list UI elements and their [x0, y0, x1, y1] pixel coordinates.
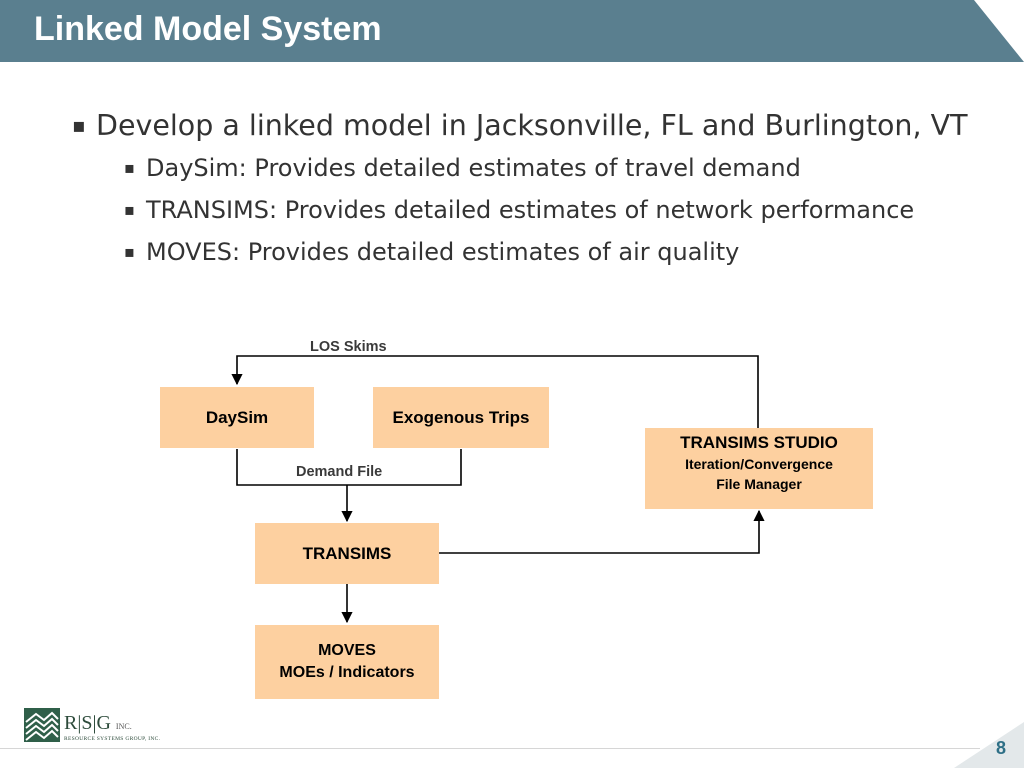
transims-label: TRANSIMS — [302, 543, 392, 563]
moes-indicators-label: MOEs / Indicators — [279, 664, 415, 681]
bullet-list: Develop a linked model in Jacksonville, … — [72, 108, 992, 273]
los-skims-label: LOS Skims — [310, 339, 387, 355]
exogenous-trips-box: Exogenous Trips — [373, 387, 549, 448]
studio-file-manager-label: File Manager — [716, 476, 802, 492]
logo-tagline: RESOURCE SYSTEMS GROUP, INC. — [64, 736, 161, 742]
transims-studio-label: TRANSIMS STUDIO — [680, 433, 838, 452]
logo-letters: R|S|G INC. — [64, 712, 132, 734]
sub-bullet-moves: MOVES: Provides detailed estimates of ai… — [124, 231, 992, 273]
title-corner-decoration — [974, 0, 1024, 62]
daysim-label: DaySim — [205, 407, 269, 427]
demand-file-label: Demand File — [296, 464, 383, 480]
sub-bullet-daysim: DaySim: Provides detailed estimates of t… — [124, 147, 992, 189]
moves-label: MOVES — [318, 642, 376, 659]
slide-title: Linked Model System — [34, 10, 382, 48]
sub-bullet-list: DaySim: Provides detailed estimates of t… — [72, 147, 992, 273]
sub-bullet-transims: TRANSIMS: Provides detailed estimates of… — [124, 189, 992, 231]
rsg-logo: R|S|G INC. RESOURCE SYSTEMS GROUP, INC. — [24, 708, 174, 744]
transims-box: TRANSIMS — [255, 523, 439, 584]
exogenous-trips-label: Exogenous Trips — [392, 407, 530, 427]
demand-file-connector — [236, 449, 462, 486]
los-skims-connector — [231, 355, 759, 428]
title-bar — [0, 0, 1024, 62]
footer-corner-decoration — [954, 722, 1024, 768]
transims-to-studio-connector — [439, 509, 765, 554]
moves-box: MOVES MOEs / Indicators — [255, 625, 439, 699]
studio-iteration-label: Iteration/Convergence — [685, 456, 833, 472]
transims-studio-box: TRANSIMS STUDIO Iteration/Convergence Fi… — [645, 428, 873, 509]
mountain-logo-icon — [24, 708, 60, 742]
page-number: 8 — [995, 738, 1006, 758]
bullet-main: Develop a linked model in Jacksonville, … — [72, 108, 992, 143]
footer-divider — [0, 748, 980, 749]
daysim-box: DaySim — [160, 387, 314, 448]
